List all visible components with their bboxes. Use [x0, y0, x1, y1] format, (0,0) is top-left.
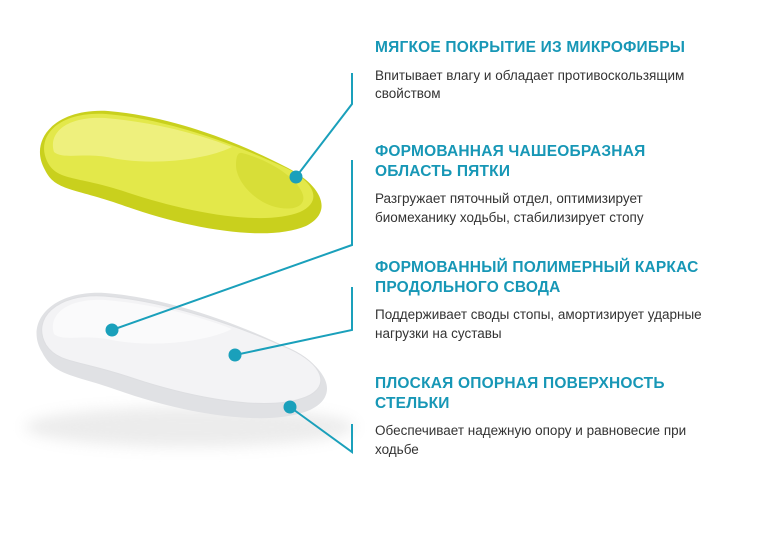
callout-description: Впитывает влагу и обладает противоскольз… [375, 67, 685, 102]
callout-heel-cup: ФОРМОВАННАЯ ЧАШЕОБРАЗНАЯ ОБЛАСТЬ ПЯТКИ Р… [375, 142, 709, 228]
callout-flat-base: ПЛОСКАЯ ОПОРНАЯ ПОВЕРХНОСТЬ СТЕЛЬКИ Обес… [375, 374, 709, 460]
base-insole-highlight [52, 299, 232, 344]
connector-line-arch-frame [234, 287, 353, 356]
base-layer-insole [25, 292, 355, 447]
callout-description: Обеспечивает надежную опору и равновесие… [375, 423, 687, 457]
connector-line-flat-base [289, 406, 353, 454]
top-insole-highlight [52, 117, 232, 162]
marker-dot-flat-base [283, 400, 297, 414]
marker-dot-arch-frame [228, 348, 242, 362]
connector-line-microfiber [295, 73, 353, 178]
marker-dot-heel-cup [105, 323, 119, 337]
marker-dots [105, 170, 303, 414]
callout-title: ПЛОСКАЯ ОПОРНАЯ ПОВЕРХНОСТЬ СТЕЛЬКИ [375, 375, 665, 412]
insole-shadow [25, 407, 355, 447]
callout-description: Разгружает пяточный отдел, оптимизирует … [375, 191, 644, 225]
callout-microfiber-cover: МЯГКОЕ ПОКРЫТИЕ ИЗ МИКРОФИБРЫ Впитывает … [375, 38, 709, 104]
callout-arch-frame: ФОРМОВАННЫЙ ПОЛИМЕРНЫЙ КАРКАС ПРОДОЛЬНОГ… [375, 258, 709, 344]
callout-title: ФОРМОВАННЫЙ ПОЛИМЕРНЫЙ КАРКАС ПРОДОЛЬНОГ… [375, 259, 699, 296]
callout-title: МЯГКОЕ ПОКРЫТИЕ ИЗ МИКРОФИБРЫ [375, 39, 686, 56]
heel-cup-shading [236, 152, 304, 209]
marker-dot-microfiber [289, 170, 303, 184]
connector-line-heel-cup [111, 160, 353, 331]
callout-description: Поддерживает своды стопы, амортизирует у… [375, 307, 702, 341]
top-layer-insole [39, 110, 322, 234]
connector-lines [111, 73, 353, 454]
callout-title: ФОРМОВАННАЯ ЧАШЕОБРАЗНАЯ ОБЛАСТЬ ПЯТКИ [375, 143, 646, 180]
